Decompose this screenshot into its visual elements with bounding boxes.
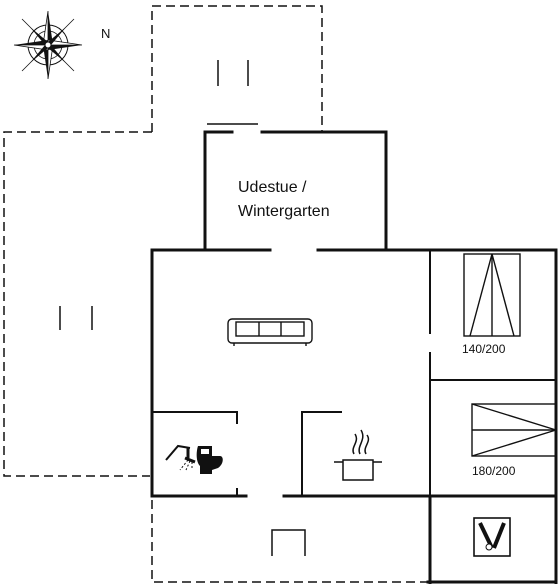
sofa-icon xyxy=(227,318,313,346)
utility-tools-icon xyxy=(473,517,511,557)
bed-180-icon xyxy=(471,403,557,457)
room-label-winter-garden-line1: Udestue / xyxy=(238,179,307,196)
walls xyxy=(150,130,558,584)
interior-walls xyxy=(152,250,556,496)
shower-icon xyxy=(165,444,196,471)
kitchen-pot-icon xyxy=(334,429,382,481)
bed-size-label-180: 180/200 xyxy=(472,464,516,478)
bed-size-label-140: 140/200 xyxy=(462,342,506,356)
toilet-icon xyxy=(196,446,223,474)
north-label: N xyxy=(101,26,110,41)
bed-140-icon xyxy=(463,253,521,337)
compass-rose-icon xyxy=(13,10,83,80)
entrance-step xyxy=(271,529,306,556)
room-label-winter-garden-line2: Wintergarten xyxy=(238,203,330,220)
terrace-marks xyxy=(59,60,258,330)
terrace-outline xyxy=(3,5,428,583)
